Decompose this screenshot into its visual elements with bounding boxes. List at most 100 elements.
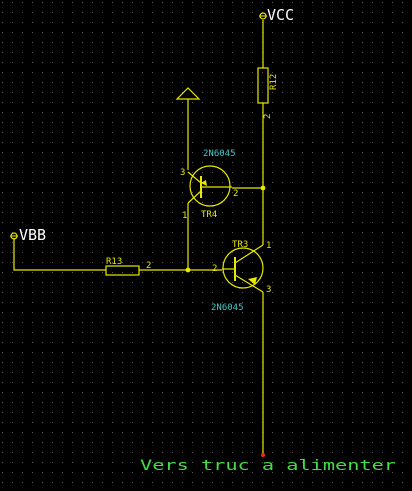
grid-dot (102, 292, 103, 293)
grid-dot (142, 232, 143, 233)
grid-dot (132, 92, 133, 93)
grid-dot (312, 102, 313, 103)
grid-dot (402, 122, 403, 123)
grid-dot (32, 282, 33, 283)
grid-dot (92, 272, 93, 273)
grid-dot (92, 242, 93, 243)
grid-dot (72, 292, 73, 293)
grid-dot (52, 162, 53, 163)
grid-dot (212, 272, 213, 273)
grid-dot (302, 202, 303, 203)
grid-dot (102, 402, 103, 403)
grid-dot (182, 252, 183, 253)
grid-dot (112, 62, 113, 63)
grid-dot (362, 212, 363, 213)
grid-dot (152, 412, 153, 413)
grid-dot (122, 222, 123, 223)
grid-dot (322, 382, 323, 383)
grid-dot (92, 62, 93, 63)
grid-dot (172, 152, 173, 153)
grid-dot (132, 452, 133, 453)
grid-dot (372, 142, 373, 143)
grid-dot (242, 152, 243, 153)
grid-dot (2, 472, 3, 473)
grid-dot (232, 462, 233, 463)
grid-dot (102, 382, 103, 383)
grid-dot (142, 192, 143, 193)
grid-dot (232, 362, 233, 363)
grid-dot (112, 32, 113, 33)
resistor-r12-ref: R12 (269, 74, 279, 90)
grid-dot (102, 312, 103, 313)
grid-dot (82, 82, 83, 83)
grid-dot (202, 302, 203, 303)
grid-dot (302, 302, 303, 303)
grid-dot (32, 472, 33, 473)
grid-dot (402, 452, 403, 453)
grid-dot (72, 232, 73, 233)
grid-dot (312, 392, 313, 393)
grid-dot (122, 42, 123, 43)
grid-dot (282, 82, 283, 83)
grid-dot (202, 292, 203, 293)
grid-dot (2, 22, 3, 23)
grid-dot (402, 462, 403, 463)
grid-dot (392, 62, 393, 63)
grid-dot (252, 102, 253, 103)
grid-dot (332, 212, 333, 213)
grid-dot (342, 142, 343, 143)
grid-dot (12, 482, 13, 483)
grid-dot (92, 152, 93, 153)
grid-dot (312, 462, 313, 463)
grid-dot (22, 362, 23, 363)
grid-dot (152, 232, 153, 233)
grid-dot (302, 212, 303, 213)
grid-dot (272, 262, 273, 263)
grid-dot (252, 222, 253, 223)
grid-dot (72, 2, 73, 3)
grid-dot (142, 332, 143, 333)
grid-dot (62, 342, 63, 343)
grid-dot (292, 402, 293, 403)
grid-dot (22, 232, 23, 233)
grid-dot (112, 352, 113, 353)
grid-dot (42, 472, 43, 473)
grid-dot (62, 432, 63, 433)
grid-dot (182, 42, 183, 43)
grid-dot (272, 102, 273, 103)
grid-dot (42, 142, 43, 143)
grid-dot (282, 302, 283, 303)
grid-dot (82, 262, 83, 263)
grid-dot (252, 382, 253, 383)
grid-dot (282, 442, 283, 443)
grid-dot (152, 262, 153, 263)
grid-dot (102, 482, 103, 483)
grid-dot (342, 442, 343, 443)
grid-dot (342, 192, 343, 193)
grid-dot (232, 112, 233, 113)
grid-dot (302, 232, 303, 233)
grid-dot (402, 302, 403, 303)
grid-dot (232, 72, 233, 73)
grid-dot (22, 352, 23, 353)
grid-dot (212, 232, 213, 233)
grid-dot (392, 212, 393, 213)
grid-dot (172, 52, 173, 53)
grid-dot (72, 452, 73, 453)
grid-dot (172, 12, 173, 13)
grid-dot (242, 52, 243, 53)
grid-dot (72, 482, 73, 483)
grid-dot (162, 472, 163, 473)
grid-dot (222, 202, 223, 203)
grid-dot (62, 382, 63, 383)
grid-dot (332, 402, 333, 403)
grid-dot (232, 422, 233, 423)
grid-dot (302, 182, 303, 183)
grid-dot (212, 172, 213, 173)
grid-dot (182, 172, 183, 173)
grid-dot (122, 312, 123, 313)
grid-dot (172, 32, 173, 33)
grid-dot (52, 2, 53, 3)
grid-dot (152, 122, 153, 123)
grid-dot (22, 272, 23, 273)
